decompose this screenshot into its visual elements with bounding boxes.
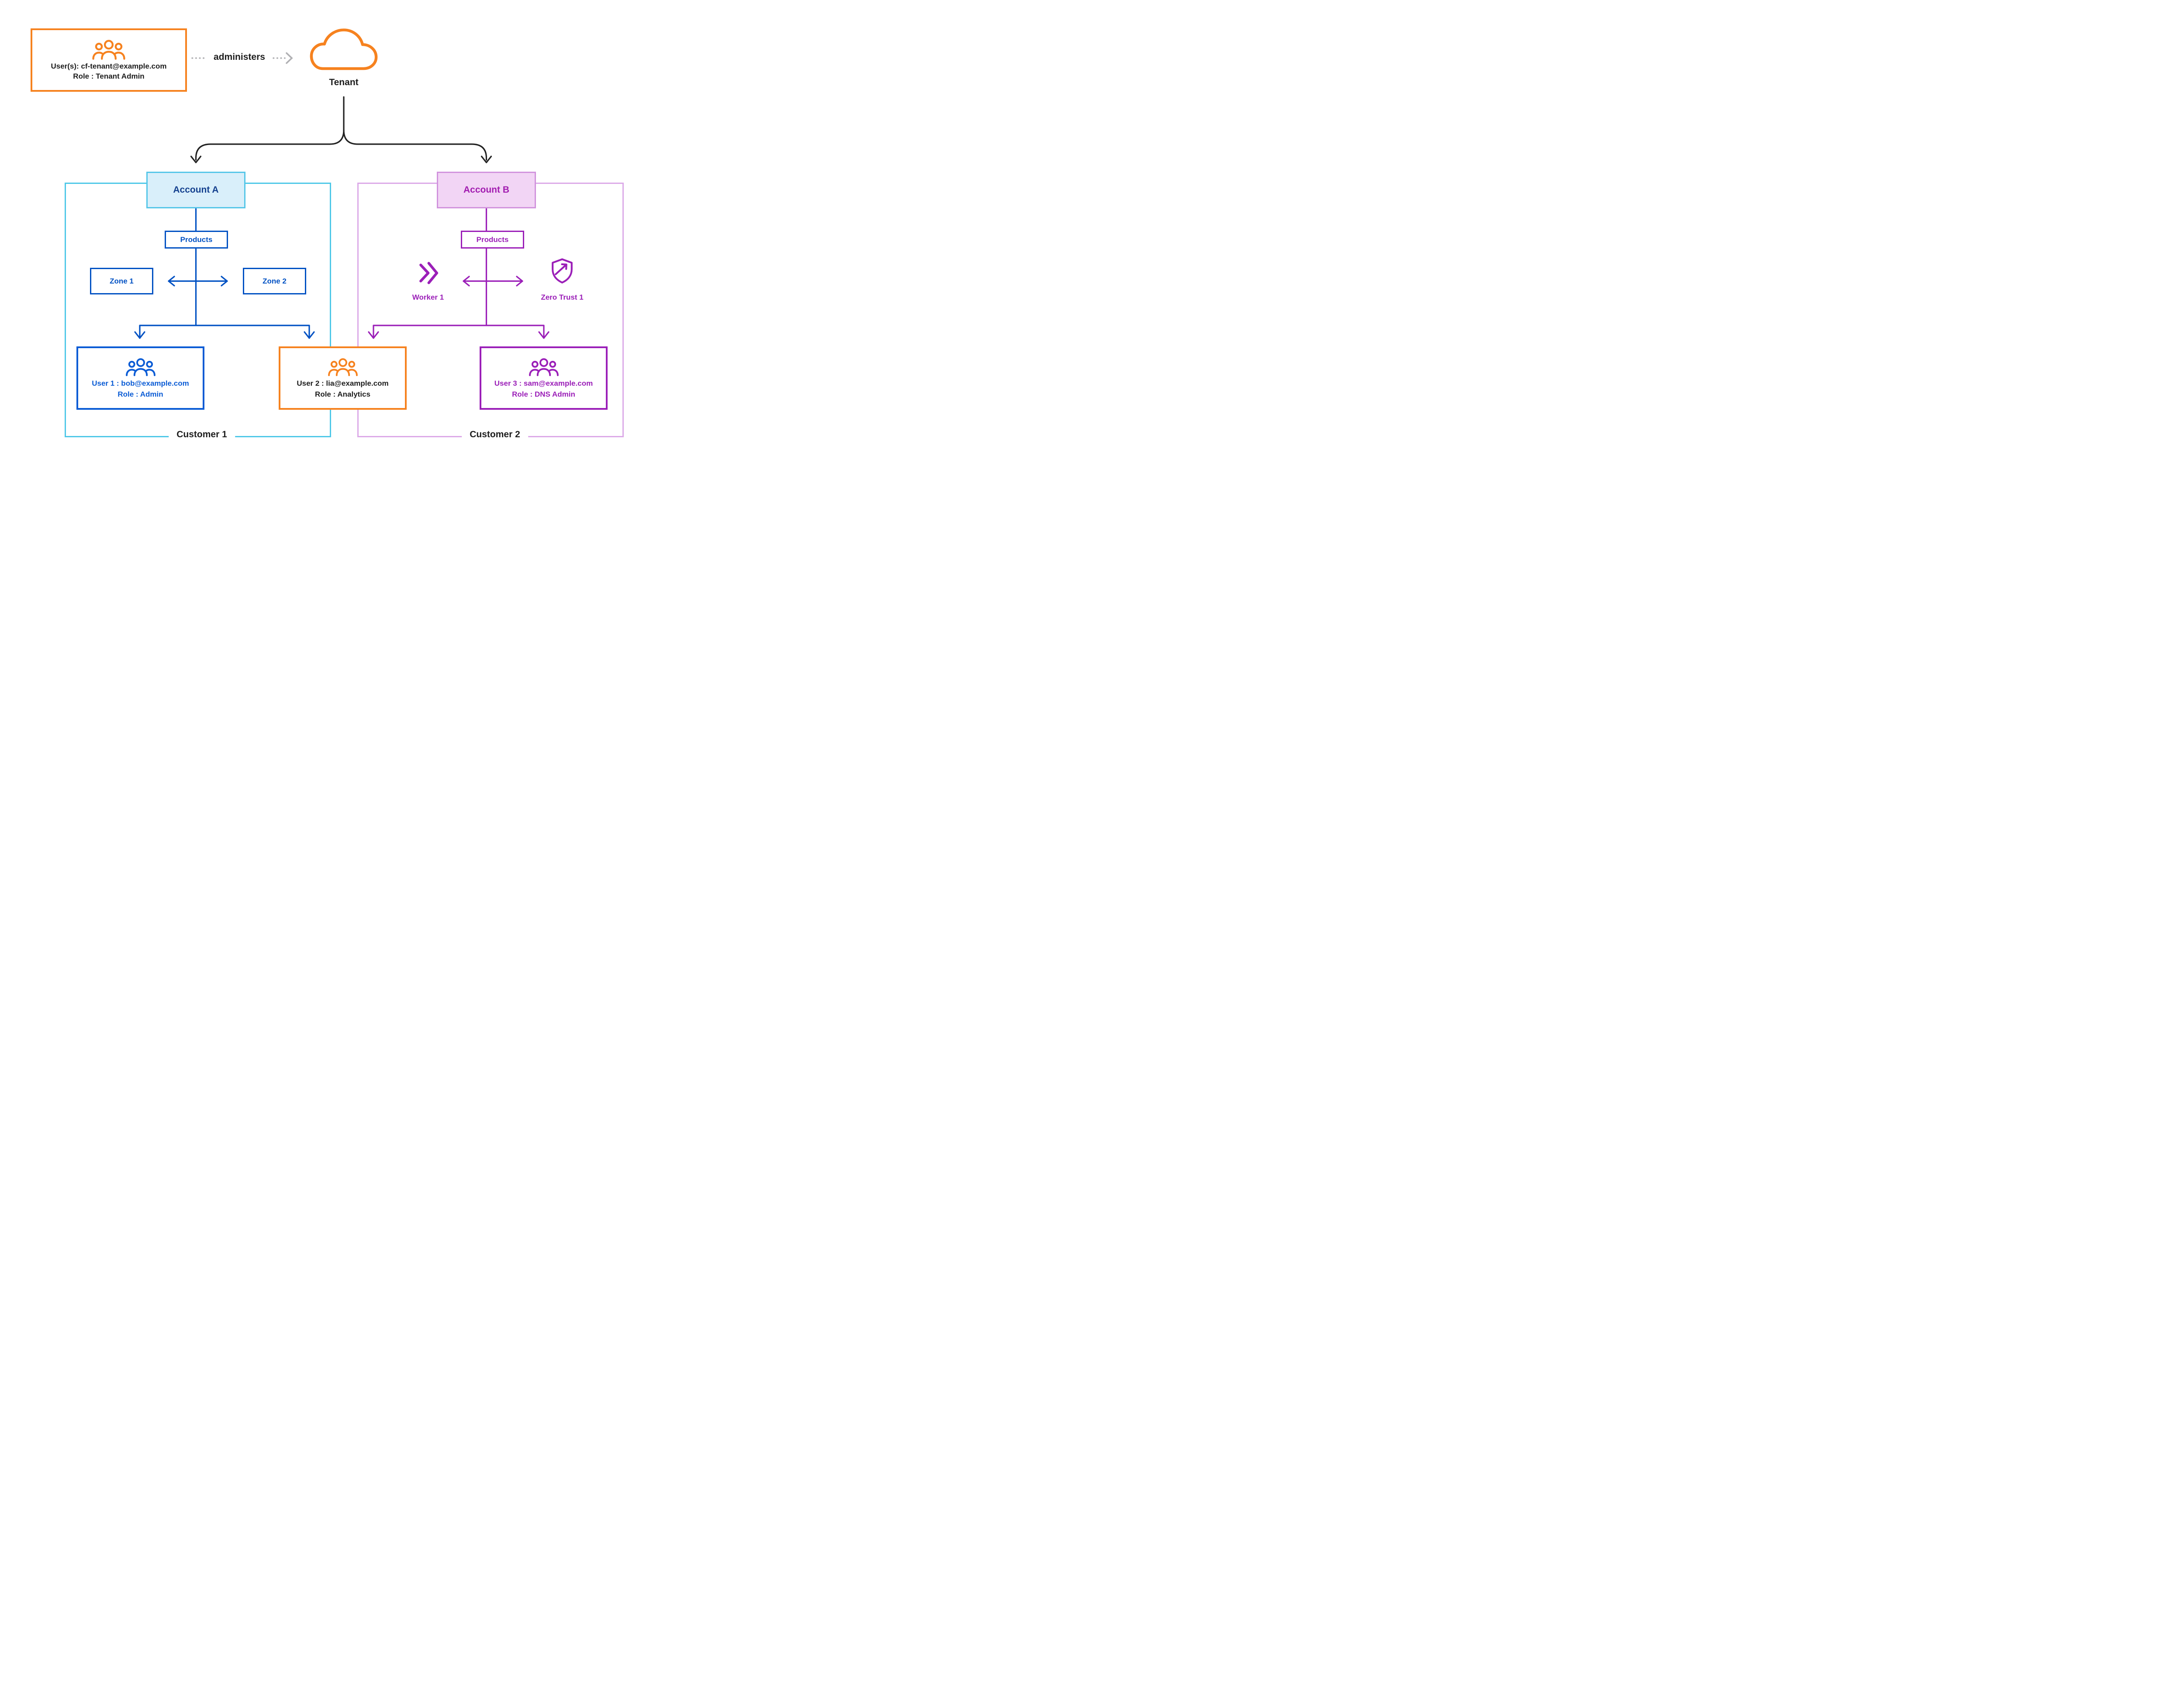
account-a-box: Account A: [146, 172, 245, 208]
user-3-role-line: Role : DNS Admin: [512, 390, 575, 398]
user-2-role-line: Role : Analytics: [315, 390, 370, 398]
tenant-label: Tenant: [329, 77, 359, 87]
user-1-role-line: Role : Admin: [117, 390, 163, 398]
users-group-icon: [92, 39, 126, 61]
tenant-admin-user-line: User(s): cf-tenant@example.com: [51, 62, 167, 70]
zero-trust-label: Zero Trust 1: [541, 293, 584, 301]
user-1-box: User 1 : bob@example.com Role : Admin: [76, 346, 204, 410]
user-2-box: User 2 : lia@example.com Role : Analytic…: [279, 346, 407, 410]
products-b-box: Products: [461, 231, 524, 249]
zone-2-box: Zone 2: [243, 268, 306, 294]
arrow-down-to-account-a-icon: [190, 156, 202, 163]
account-b-box: Account B: [437, 172, 536, 208]
customer-2-label: Customer 2: [462, 429, 528, 441]
users-group-icon: [529, 357, 559, 377]
user-2-email-line: User 2 : lia@example.com: [297, 379, 389, 387]
worker-label: Worker 1: [412, 293, 444, 301]
zero-trust-shield-icon: [549, 258, 575, 285]
administers-arrowhead-icon: [286, 52, 293, 64]
user-1-email-line: User 1 : bob@example.com: [92, 379, 189, 387]
users-group-icon: [125, 357, 156, 377]
zone-1-box: Zone 1: [90, 268, 153, 294]
cloud-icon: [307, 25, 380, 74]
user-3-email-line: User 3 : sam@example.com: [494, 379, 593, 387]
customer-1-label: Customer 1: [169, 429, 235, 441]
products-a-box: Products: [165, 231, 228, 249]
tenant-admin-box: User(s): cf-tenant@example.com Role : Te…: [31, 28, 187, 92]
diagram-canvas: User(s): cf-tenant@example.com Role : Te…: [0, 0, 685, 473]
administers-label: administers: [214, 52, 265, 62]
arrow-down-to-account-b-icon: [480, 156, 492, 163]
users-group-icon: [328, 357, 358, 377]
tenant-split-lines: [190, 96, 492, 163]
user-3-box: User 3 : sam@example.com Role : DNS Admi…: [480, 346, 608, 410]
tenant-admin-role-line: Role : Tenant Admin: [73, 72, 145, 80]
worker-icon: [415, 260, 440, 286]
